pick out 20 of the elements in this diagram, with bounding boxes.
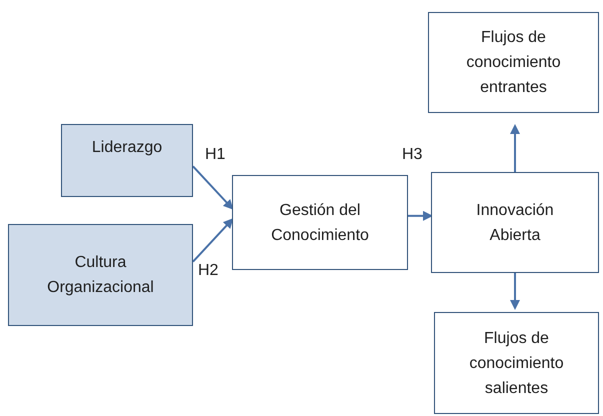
arrow — [192, 166, 234, 210]
box-label: Liderazgo — [92, 138, 162, 158]
box-label: Cultura Organizacional — [46, 253, 155, 298]
arrow — [192, 218, 234, 262]
process-box — [8, 224, 193, 326]
box-label: Flujos de conocimiento entrantes — [465, 28, 562, 98]
arrow — [510, 124, 520, 172]
box-label: Gestión del Conocimiento — [270, 200, 370, 246]
arrow — [510, 273, 520, 310]
process-box — [61, 124, 193, 197]
process-box — [434, 312, 599, 414]
process-box — [232, 175, 408, 270]
edge-label: H1 — [205, 146, 226, 164]
edge-label: H3 — [402, 146, 422, 164]
arrow — [408, 210, 433, 221]
box-label: Flujos de conocimiento salientes — [468, 328, 565, 398]
box-label: Innovación Abierta — [475, 200, 555, 246]
edge-label: H2 — [198, 262, 218, 280]
process-box — [431, 172, 599, 273]
process-box — [428, 12, 599, 113]
